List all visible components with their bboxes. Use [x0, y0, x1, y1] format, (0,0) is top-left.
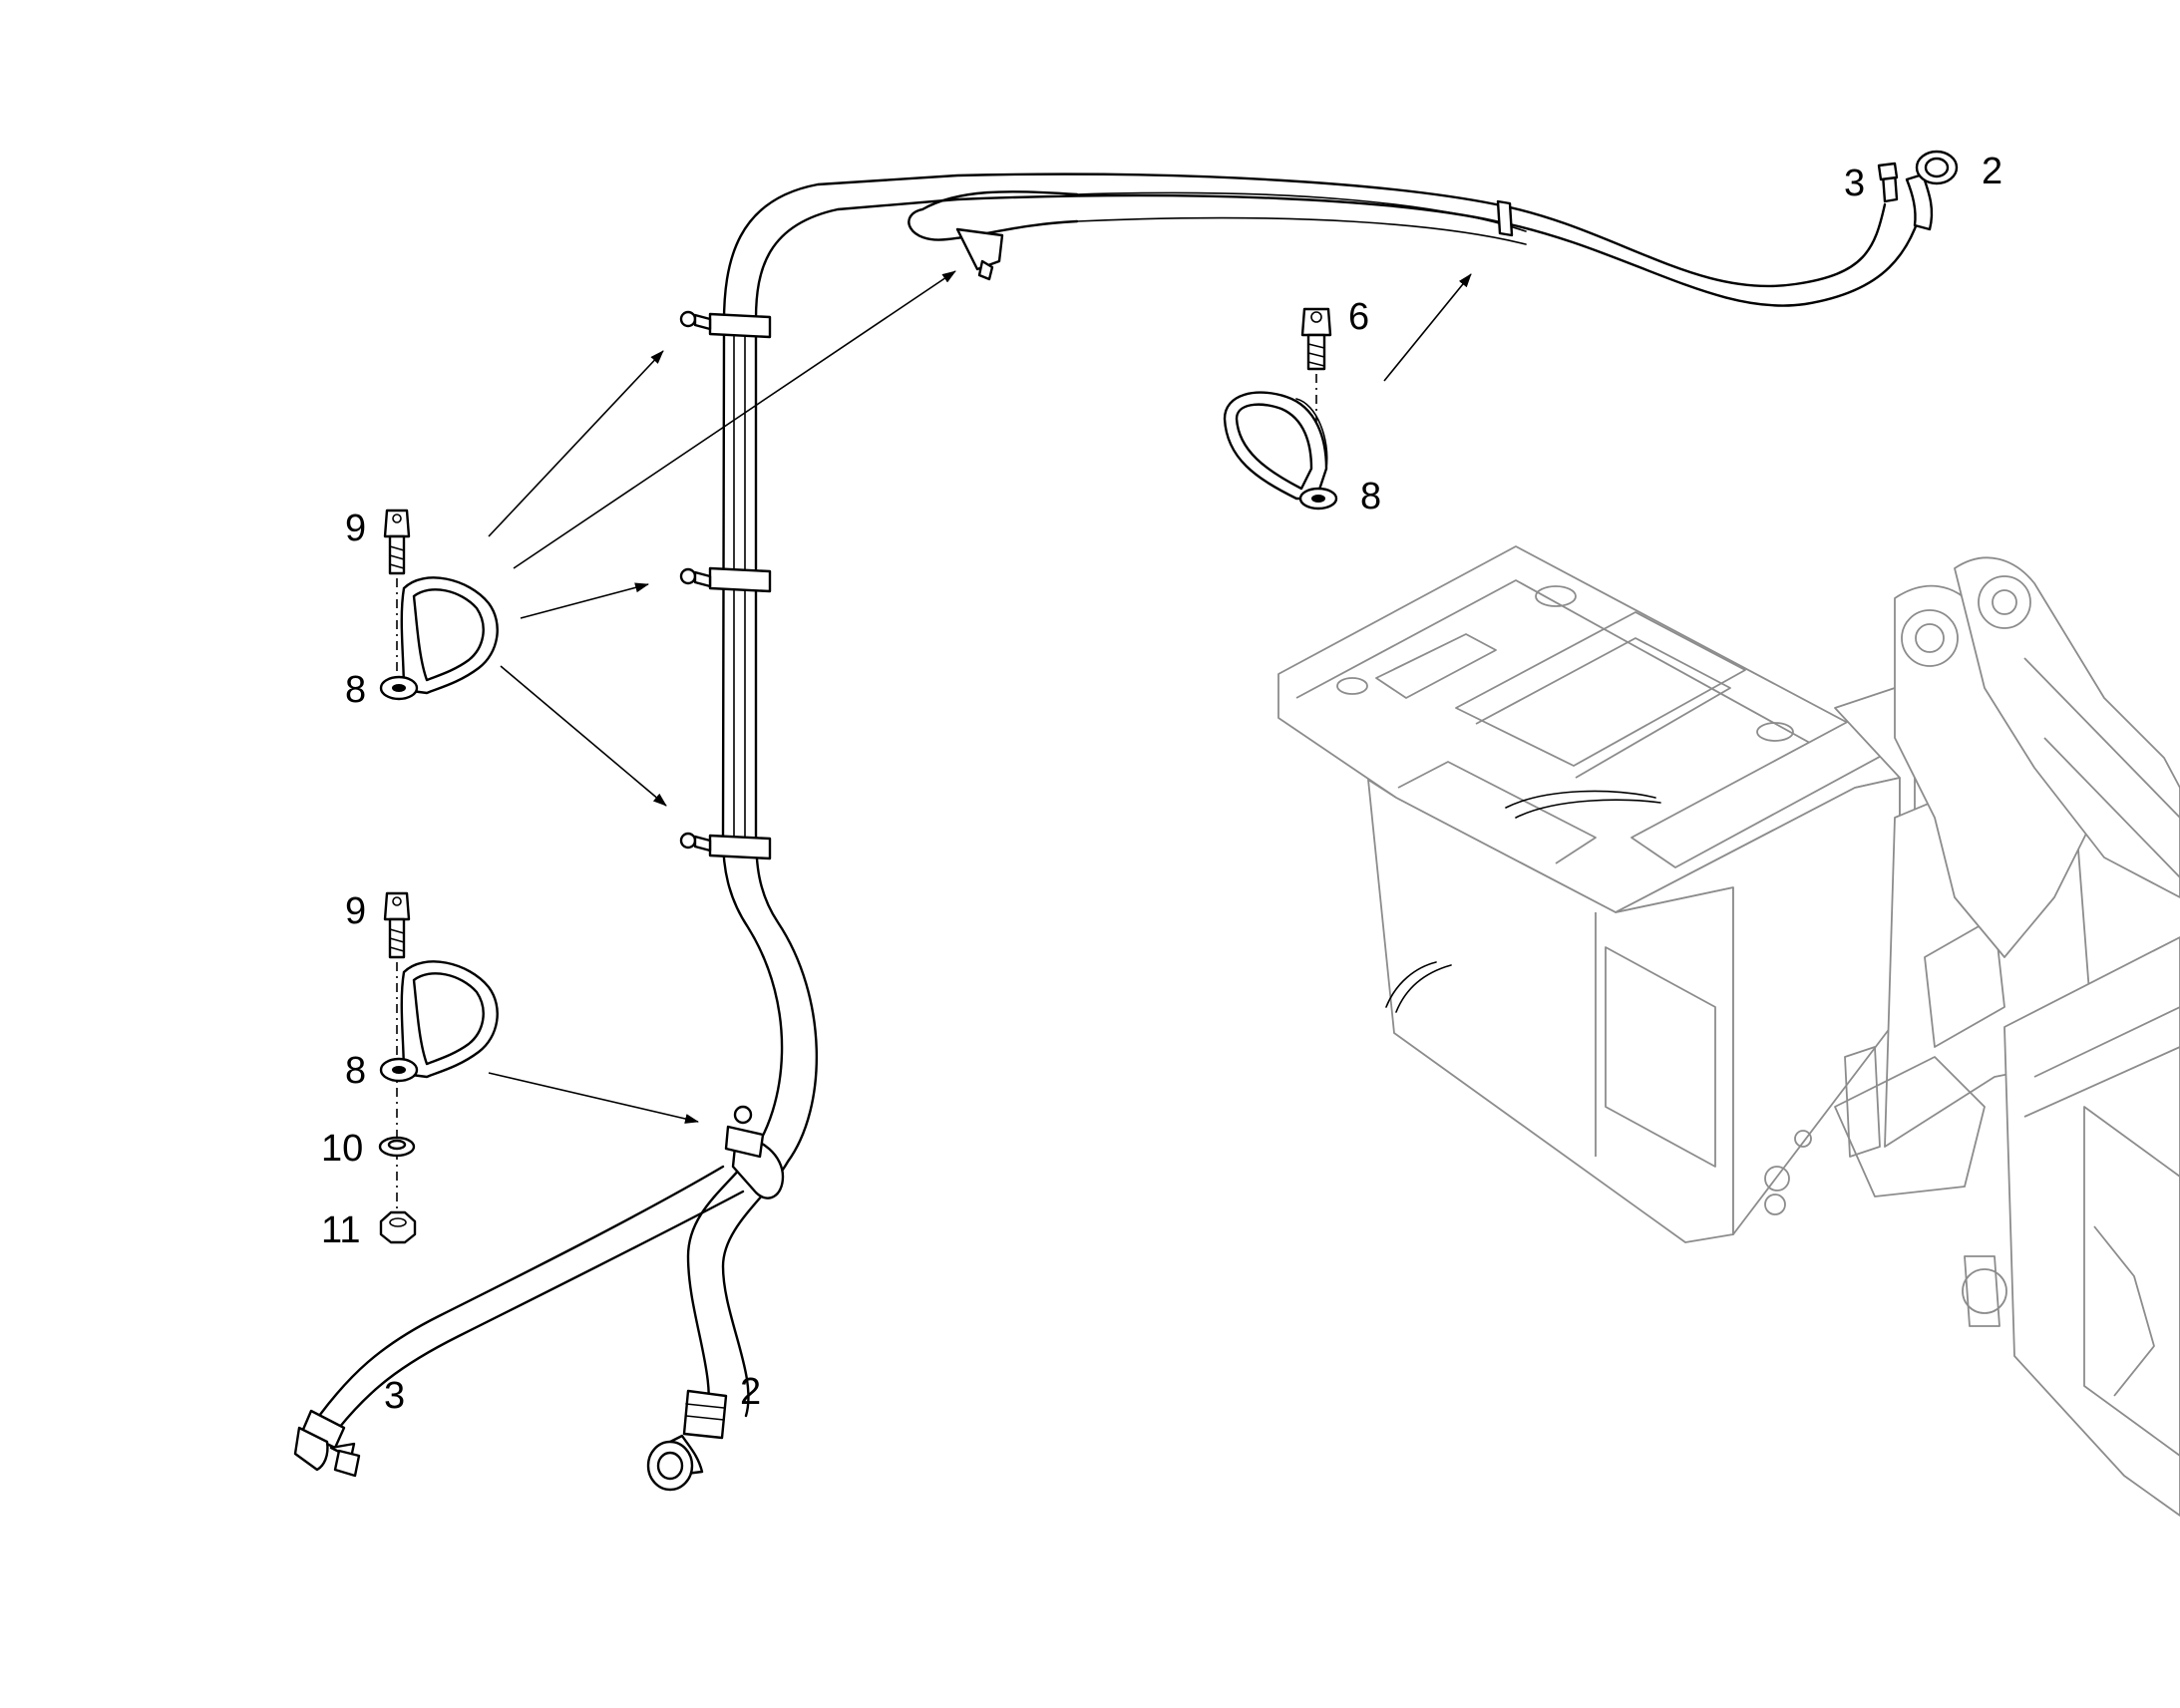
callout-hose-bottom-3: 3 [384, 1375, 405, 1417]
callout-screw-low-9: 9 [345, 890, 366, 932]
callout-screw-top-6: 6 [1348, 296, 1369, 338]
callout-labels: 2 3 6 8 9 8 9 8 10 11 3 2 [321, 151, 2002, 1417]
callout-washer-10: 10 [321, 1128, 363, 1170]
callout-hose-top-3: 3 [1844, 163, 1865, 204]
hardware-lower-group [378, 891, 499, 1244]
hardware-top-group [1223, 307, 1338, 511]
callout-clamp-low-8: 8 [345, 1050, 366, 1092]
callout-hose-bottom-2: 2 [740, 1371, 761, 1413]
callout-clamp-mid-8: 8 [345, 669, 366, 711]
machine-frame [1277, 545, 2180, 1517]
callout-nut-11: 11 [321, 1209, 360, 1251]
leader-arrows [488, 270, 1472, 1124]
callout-hose-top-2: 2 [1982, 151, 2002, 192]
callout-screw-mid-9: 9 [345, 508, 366, 549]
hardware-middle-group [379, 509, 499, 701]
callout-clamp-top-8: 8 [1360, 476, 1381, 517]
hose-assembly [293, 150, 1959, 1492]
